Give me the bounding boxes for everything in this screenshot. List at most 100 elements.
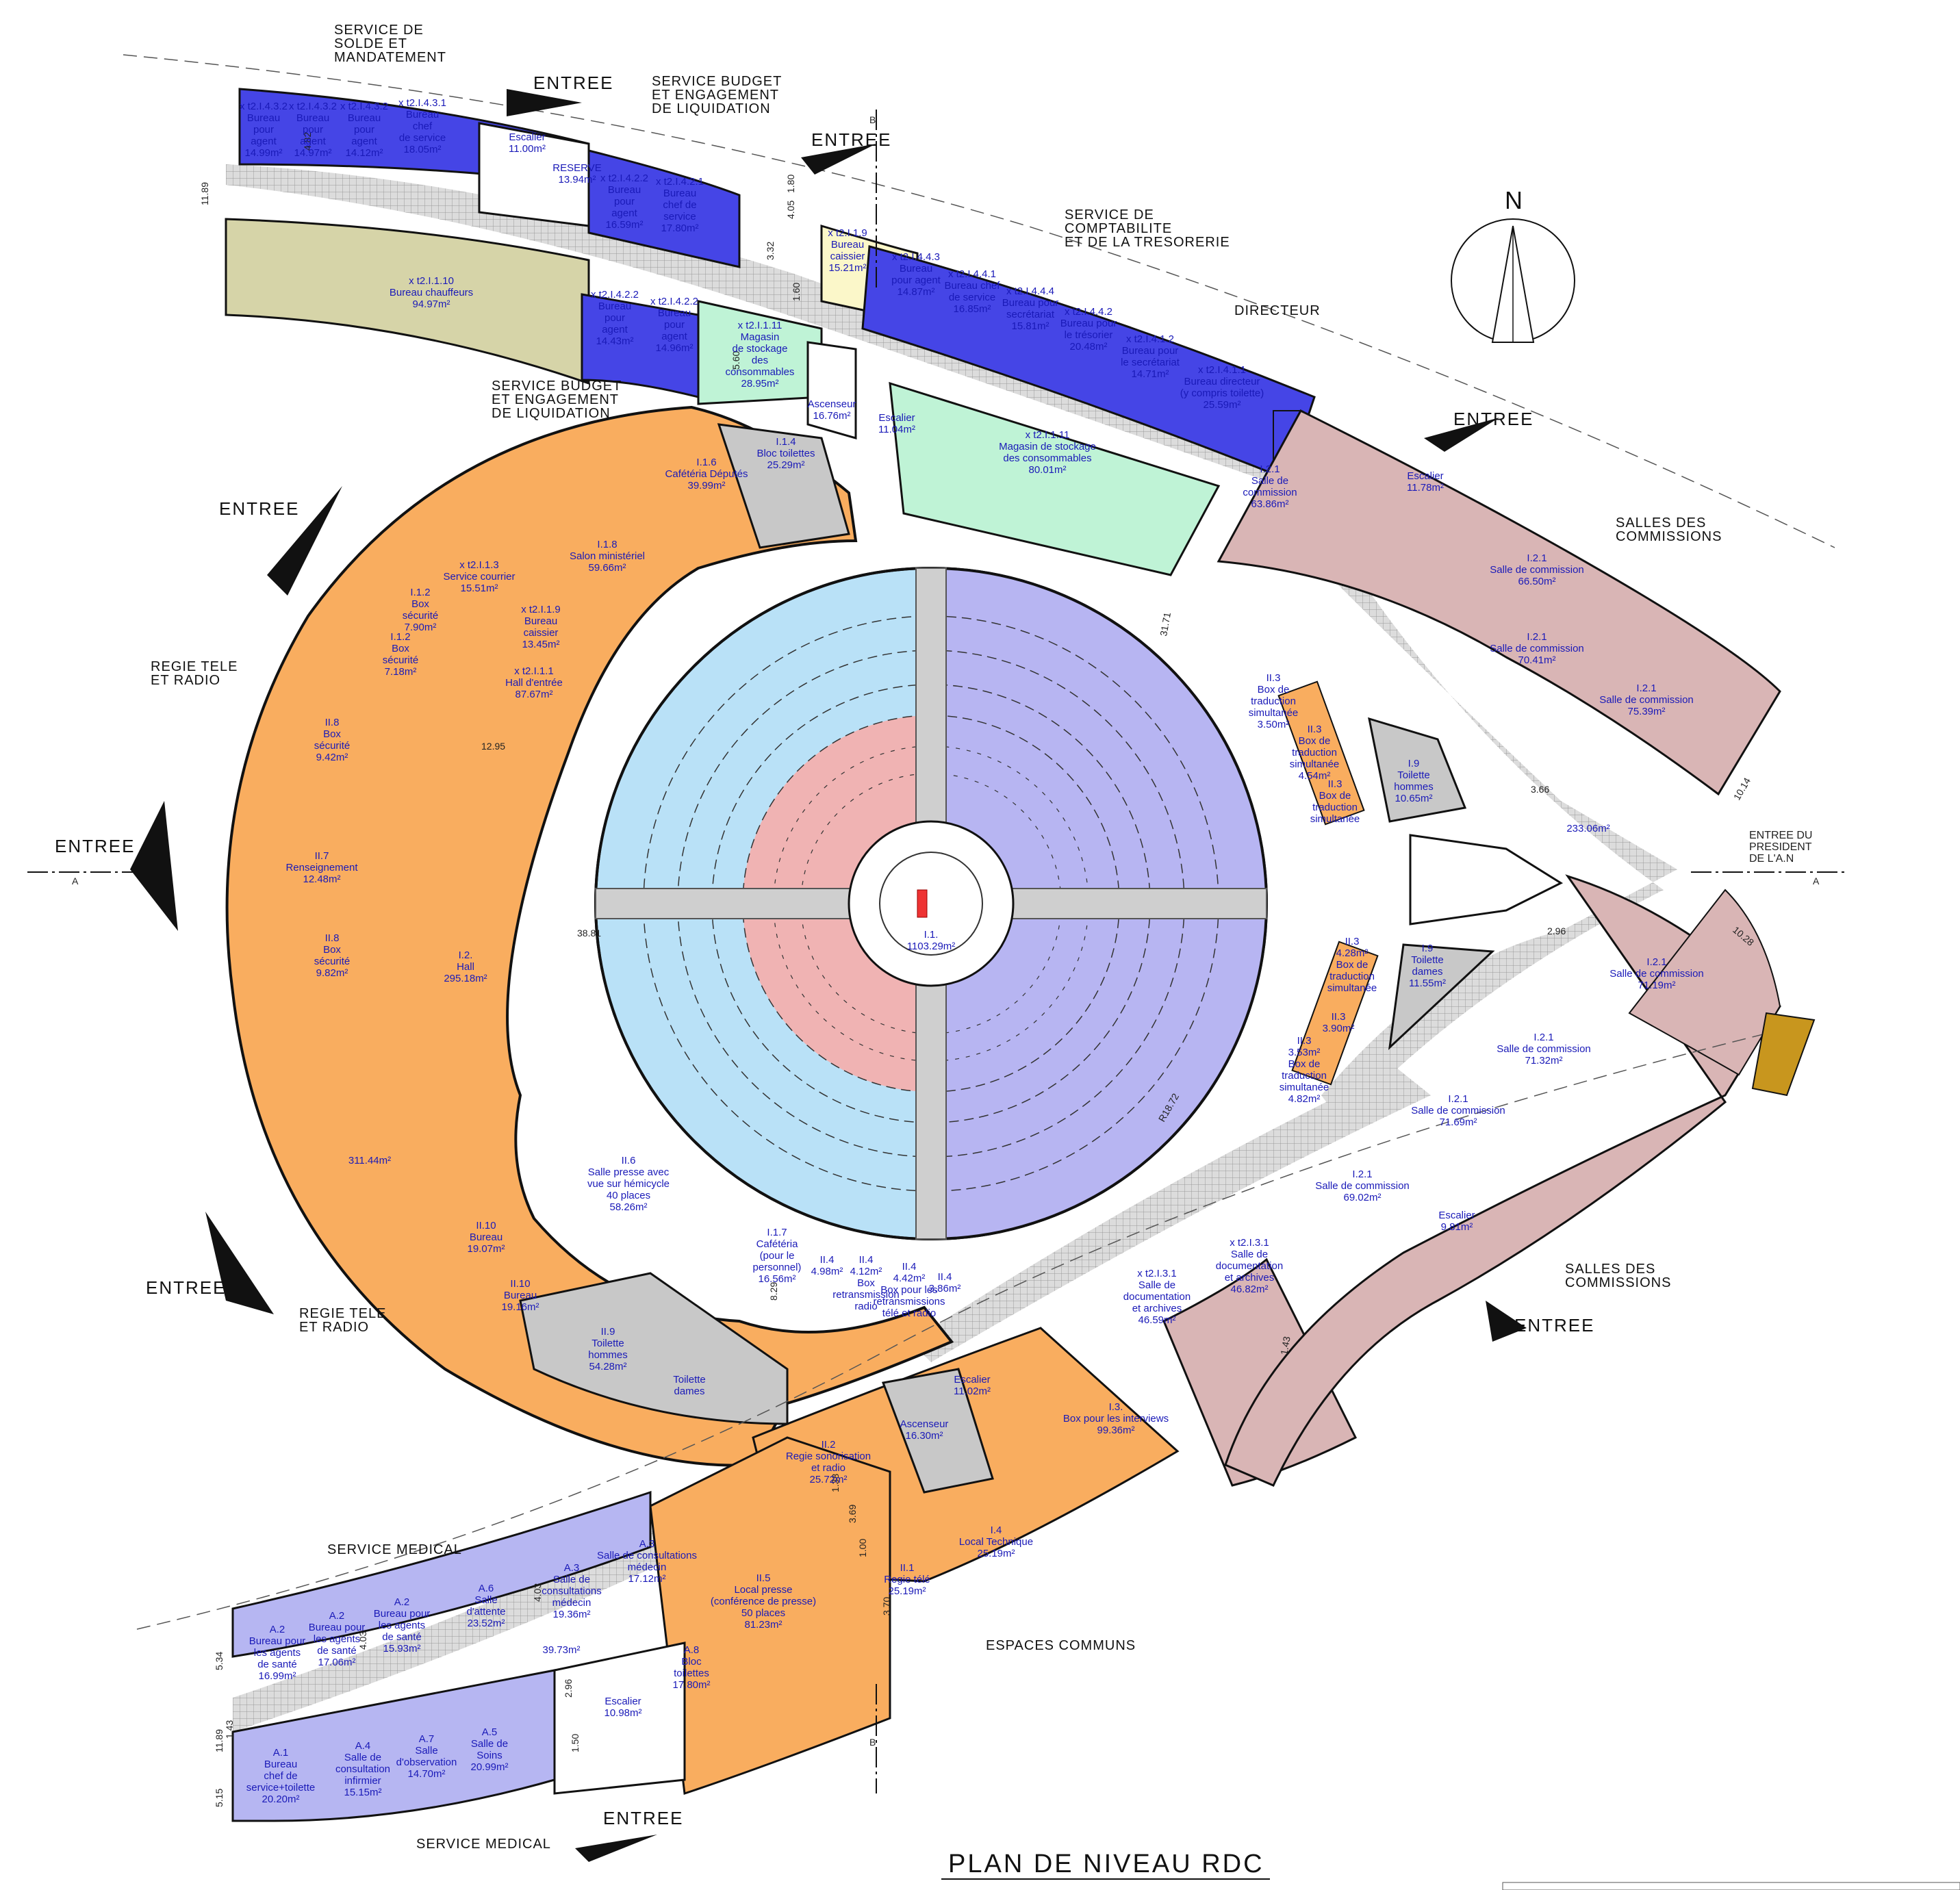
entrance-arrow-icon [1424, 418, 1499, 452]
room-label-line: Bureau [658, 307, 691, 319]
svg-text:3.70: 3.70 [881, 1597, 892, 1616]
room-label-line: 9.82m² [316, 967, 348, 979]
room-label-line: traduction [1251, 695, 1296, 707]
room-label-line: II.3 [1267, 672, 1281, 684]
room-label-line: les agents [314, 1633, 360, 1645]
room-label-line: II.4 [859, 1254, 874, 1266]
room-label-line: 4.98m² [811, 1266, 843, 1277]
entrance-label: ENTREE [1514, 1315, 1594, 1336]
room-label-line: x t2.I.4.4.1 [948, 268, 996, 280]
room-label-line: x t2.I.1.11 [1026, 429, 1070, 441]
room-label-line: Salle de commission [1411, 1105, 1505, 1116]
room-label-line: consommables [726, 366, 795, 378]
room-label-line: 14.71m² [1131, 368, 1169, 380]
room-label-line: Salle de consultations [597, 1550, 697, 1561]
room-label-line: simultanée [1327, 982, 1377, 994]
svg-text:1.43: 1.43 [224, 1720, 235, 1739]
room-label-line: pour [604, 312, 625, 324]
room-label-line: 15.51m² [460, 583, 498, 594]
room-label-line: chef de [264, 1770, 297, 1782]
room-label-line: Box [411, 598, 429, 610]
entrance-arrows[interactable] [130, 89, 1527, 1862]
room-label-line: Box de [1319, 790, 1351, 802]
room-label-line: II.4 [820, 1254, 835, 1266]
room-label-line: 81.23m² [744, 1619, 782, 1631]
room-label-line: x t2.I.4.3.1 [398, 97, 446, 109]
room-label-line: Bureau pour [1122, 345, 1179, 357]
entrance-arrow-icon [1486, 1301, 1527, 1342]
room-label-line: Bureau [406, 109, 439, 120]
room-label-line: 46.82m² [1230, 1284, 1268, 1295]
room-label-line: les agents [254, 1647, 301, 1659]
svg-text:1.50: 1.50 [570, 1734, 581, 1752]
room-label-line: I.2.1 [1352, 1169, 1372, 1180]
room-label-line: sécurité [403, 610, 439, 622]
room-label-line: secrétariat [1006, 309, 1055, 320]
room-label-line: Bureau [524, 615, 557, 627]
room-label-line: 14.96m² [655, 342, 693, 354]
room-label-line: 13.94m² [558, 174, 596, 186]
room-label-line: traduction [1312, 802, 1358, 813]
label-commissions-bottom-1: SALLES DES [1565, 1262, 1655, 1277]
room-label-line: caissier [524, 627, 559, 639]
room-label-line: Bureau [296, 112, 329, 124]
room-label-line: 17.12m² [628, 1573, 665, 1585]
svg-text:4.03: 4.03 [532, 1583, 543, 1602]
room-label-line: A.3 [639, 1538, 655, 1550]
room-label-line: dames [1412, 966, 1442, 978]
room-label-line: 16.30m² [905, 1430, 943, 1442]
room-label-line: x t2.I.4.3.2 [340, 101, 388, 112]
room-label-line: 4.82m² [1288, 1093, 1321, 1105]
entrance-label: ENTREE [603, 1808, 683, 1828]
room-label-line: 16.99m² [258, 1670, 296, 1682]
room-label-line: de service [399, 132, 446, 144]
svg-text:1.80: 1.80 [785, 175, 796, 193]
room-label-line: 13.45m² [522, 639, 559, 650]
room-label-line: Bureau [264, 1759, 297, 1770]
room-label-line: x t2.I.4.4.4 [1006, 285, 1054, 297]
room-label-line: Renseignement [285, 862, 358, 873]
room-label-line: des [752, 355, 768, 366]
room-label-line: Bureau pour [1060, 318, 1117, 329]
room-label-line: Soins [476, 1750, 502, 1761]
room-label-line: Bureau pour [249, 1635, 306, 1647]
hemicycle [594, 567, 1268, 1240]
room-label-line: Cafétéria [756, 1238, 799, 1250]
room-label-line: retransmissions [873, 1296, 945, 1307]
room-label-line: I.2.1 [1527, 631, 1547, 643]
room-label-line: Salle [415, 1745, 437, 1757]
section-mark: B [869, 114, 876, 125]
room-label-line: Salle de commission [1497, 1043, 1591, 1055]
entrance-arrow-icon [205, 1212, 274, 1314]
room-label-line: I.9 [1422, 943, 1434, 954]
room-label-line: 14.43m² [596, 335, 633, 347]
room-label-line: 25.19m² [888, 1585, 926, 1597]
room-label-line: x t2.I.4.3.2 [289, 101, 337, 112]
room-label-line: agent [661, 331, 687, 342]
svg-text:10.14: 10.14 [1731, 776, 1753, 802]
svg-text:2.96: 2.96 [563, 1679, 574, 1698]
